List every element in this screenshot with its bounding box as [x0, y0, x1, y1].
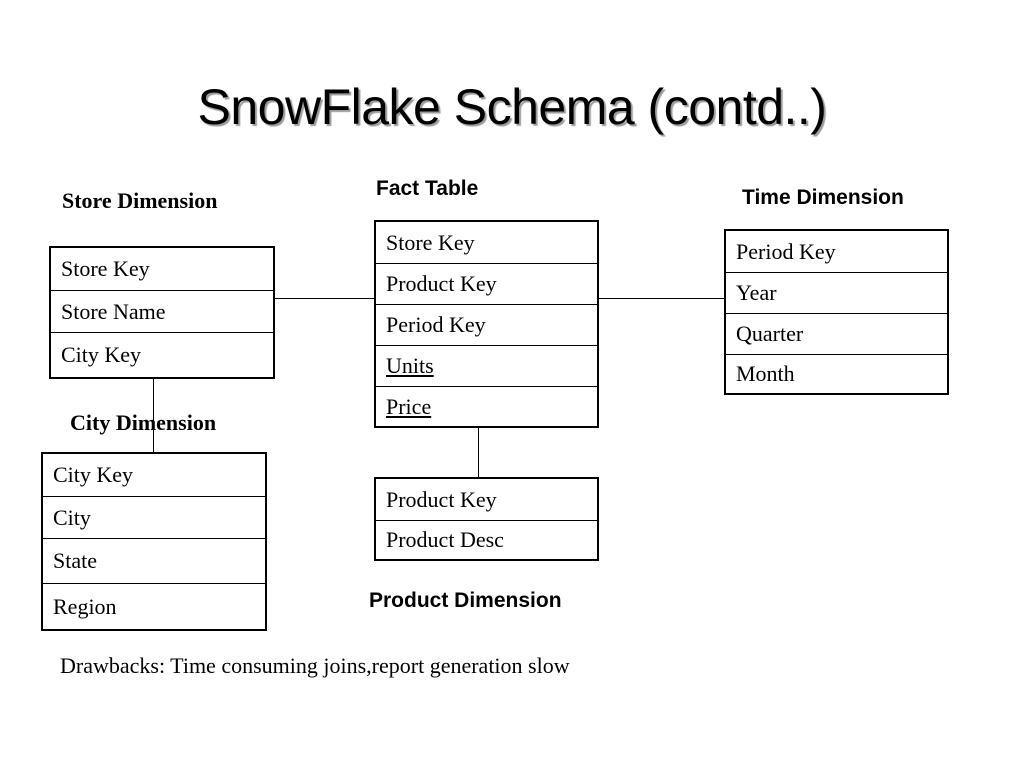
store-to-fact-connector: [274, 298, 376, 299]
fact-to-product-connector: [478, 427, 479, 478]
store-dimension-caption: Store Dimension: [62, 188, 218, 213]
table-row: City Key: [61, 342, 142, 367]
city-dimension-table: City Key City State Region: [41, 452, 267, 631]
slide-title: SnowFlake Schema (contd..): [197, 79, 827, 135]
product-dimension-table: Product Key Product Desc: [374, 477, 599, 561]
table-row: City Key: [43, 454, 265, 497]
fact-table: Store Key Product Key Period Key Units P…: [374, 220, 599, 428]
table-row: Period Key: [726, 231, 947, 273]
table-row: Period Key: [376, 305, 597, 346]
table-row: Units: [376, 346, 597, 387]
table-row: State: [43, 539, 265, 584]
time-dimension-table: Period Key Year Quarter Month: [724, 229, 949, 395]
product-dimension-caption: Product Dimension: [369, 589, 562, 612]
table-row: Store Key: [376, 222, 597, 264]
table-row: Product Key: [376, 479, 597, 521]
table-row: Price: [386, 393, 432, 419]
table-row: Product Desc: [386, 527, 504, 552]
store-dimension-table: Store Key Store Name City Key: [49, 246, 275, 379]
table-row: Quarter: [726, 314, 947, 355]
table-row: Product Key: [376, 264, 597, 305]
fact-table-caption: Fact Table: [376, 177, 479, 200]
drawbacks-note: Drawbacks: Time consuming joins,report g…: [60, 653, 570, 678]
time-dimension-caption: Time Dimension: [742, 186, 904, 209]
table-row: Year: [726, 273, 947, 314]
table-row: Month: [736, 361, 795, 386]
city-dimension-caption: City Dimension: [70, 410, 217, 435]
fact-to-time-connector: [598, 298, 726, 299]
table-row: Store Name: [51, 291, 273, 333]
store-to-city-connector: [153, 368, 154, 452]
table-row: Region: [53, 593, 117, 619]
table-row: Store Key: [51, 248, 273, 291]
table-row: City: [43, 497, 265, 539]
